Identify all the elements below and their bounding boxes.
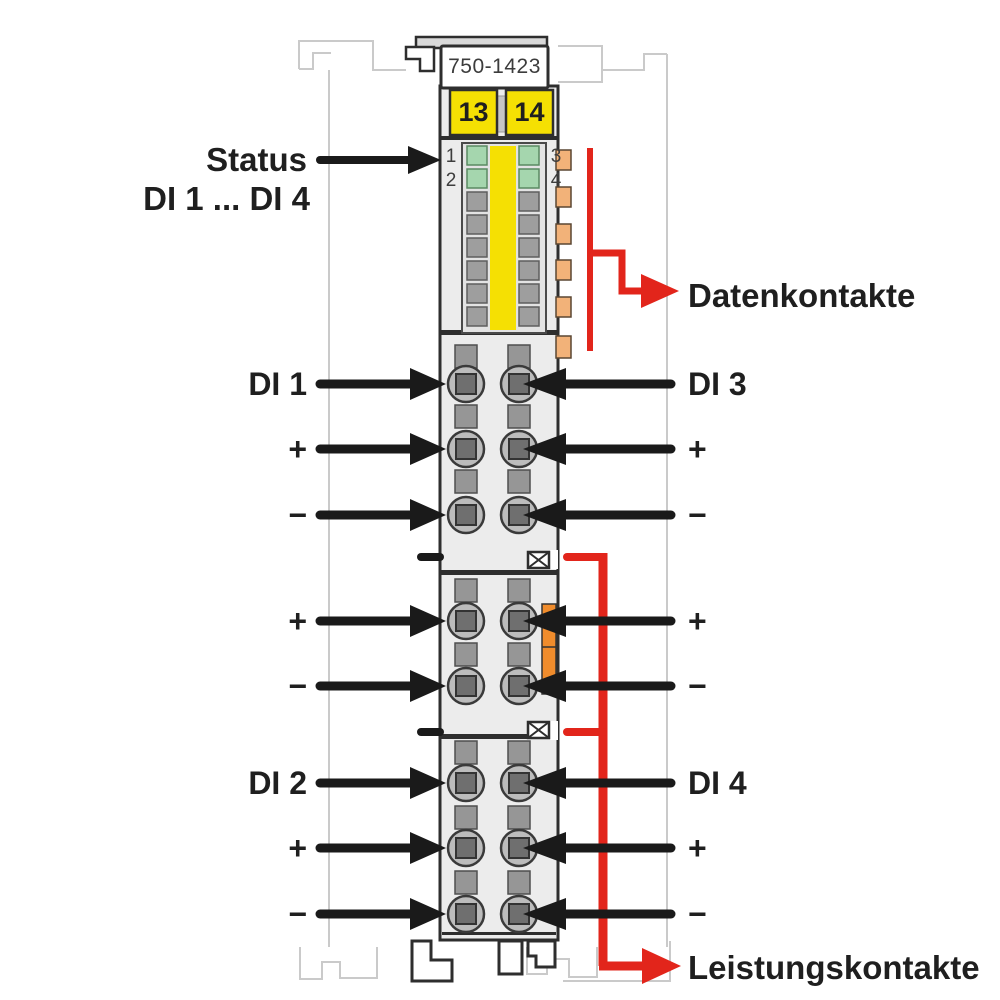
left-jumper-stubs [417, 553, 444, 736]
label-right-plus2: + [688, 603, 707, 639]
leistungskontakte-label: Leistungskontakte [688, 949, 980, 986]
terminal-number-plates [448, 88, 555, 137]
label-di1: DI 1 [248, 366, 307, 402]
label-left-minus1: − [288, 497, 307, 533]
label-right-minus1: − [688, 497, 707, 533]
label-right-minus3: − [688, 896, 707, 932]
status-label-line2: DI 1 ... DI 4 [143, 180, 310, 217]
top-clip-hook [404, 45, 436, 73]
label-left-plus2: + [288, 603, 307, 639]
label-left-plus3: + [288, 830, 307, 866]
power-jumper-contacts [417, 550, 558, 740]
io-module [404, 35, 572, 983]
terminal-14-label: 14 [514, 97, 545, 127]
label-right-plus1: + [688, 431, 707, 467]
label-di2: DI 2 [248, 765, 307, 801]
right-wire-arrows [523, 368, 676, 930]
terminal-14-plate [504, 88, 555, 137]
label-right-plus3: + [688, 830, 707, 866]
led-number-1: 1 [445, 146, 457, 167]
led-number-3: 3 [550, 146, 562, 167]
datenkontakte-pointer [587, 148, 679, 351]
wiring-arrows [315, 146, 676, 930]
status-arrow [316, 146, 441, 174]
label-right-minus2: − [688, 668, 707, 704]
label-left-plus1: + [288, 431, 307, 467]
wire-entry-holes [454, 344, 531, 895]
background-rail-outline [298, 40, 671, 982]
terminal-13-label: 13 [458, 97, 489, 127]
led-yellow-strip [490, 146, 516, 330]
label-left-minus2: − [288, 668, 307, 704]
part-number-label: 750-1423 [448, 55, 541, 78]
part-number-box [439, 44, 550, 90]
status-led-panel [461, 142, 547, 334]
status-leds-gray [466, 191, 540, 327]
status-label-line1: Status [206, 141, 307, 178]
data-contact-tabs [555, 149, 572, 359]
mounting-feet [410, 939, 557, 983]
label-di4: DI 4 [688, 765, 747, 801]
cage-clamp-terminals [446, 364, 539, 934]
left-wire-arrows [315, 368, 446, 930]
label-left-minus3: − [288, 896, 307, 932]
label-di3: DI 3 [688, 366, 747, 402]
led-number-4: 4 [550, 170, 562, 191]
terminal-13-plate [448, 88, 499, 137]
status-leds-green [466, 145, 540, 189]
led-number-2: 2 [445, 170, 457, 191]
datenkontakte-label: Datenkontakte [688, 277, 916, 314]
